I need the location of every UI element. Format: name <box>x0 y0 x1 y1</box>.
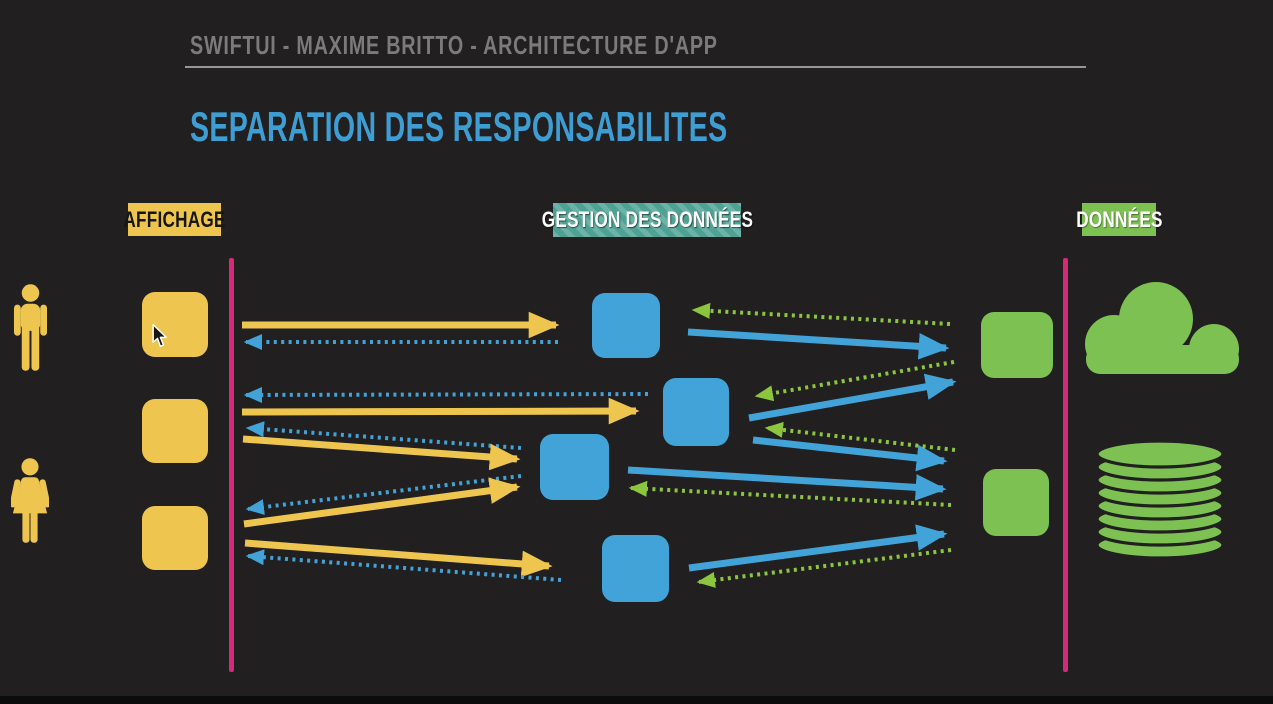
flow-arrow-manager-to-data <box>687 328 950 360</box>
view-square <box>142 506 208 570</box>
woman-icon <box>11 458 49 543</box>
flow-arrow-manager-to-data <box>748 373 957 422</box>
flow-arrow-manager-to-data <box>752 436 948 472</box>
flow-arrow-manager-to-view <box>245 474 522 516</box>
flow-arrow-manager-to-data <box>627 466 947 501</box>
flow-arrow-view-to-manager <box>241 397 640 425</box>
column-label-gestion-des-donnees: GESTION DES DONNÉES <box>541 203 752 237</box>
slide-title-text: SEPARATION DES RESPONSABILITES <box>190 103 728 150</box>
flow-arrow-data-to-manager <box>696 548 952 588</box>
data-square <box>981 312 1053 378</box>
manager-square <box>663 378 729 446</box>
presentation-breadcrumb-text: SWIFTUI - MAXIME BRITTO - ARCHITECTURE D… <box>190 30 718 60</box>
separator-line-left <box>229 258 234 672</box>
cursor-icon <box>152 324 168 348</box>
flow-arrow-manager-to-view <box>245 421 522 450</box>
data-square <box>983 469 1049 536</box>
manager-square <box>540 434 609 500</box>
flow-arrow-view-to-manager <box>244 539 553 578</box>
flow-arrow-data-to-manager <box>691 302 951 326</box>
flow-arrow-data-to-manager <box>754 360 955 402</box>
flow-arrow-manager-to-data <box>688 524 948 572</box>
header-divider <box>185 66 1086 68</box>
flow-arrow-manager-to-view <box>245 549 562 582</box>
column-label-affichage: AFFICHAGE <box>123 203 225 236</box>
manager-square <box>592 293 660 358</box>
column-label-donnees: DONNÉES <box>1076 203 1162 236</box>
man-icon <box>13 284 48 371</box>
presentation-breadcrumb: SWIFTUI - MAXIME BRITTO - ARCHITECTURE D… <box>190 31 884 59</box>
cloud-icon <box>1085 282 1239 374</box>
flow-arrow-view-to-manager <box>243 477 521 528</box>
separator-line-right <box>1063 258 1068 672</box>
flow-arrow-manager-to-view <box>243 386 649 403</box>
slide-title: SEPARATION DES RESPONSABILITES <box>190 104 981 150</box>
bottom-letterbox <box>0 696 1273 704</box>
view-square <box>142 399 208 463</box>
flow-arrow-view-to-manager <box>242 435 521 471</box>
manager-square <box>602 535 669 602</box>
flow-arrow-data-to-manager <box>628 480 952 507</box>
database-icon <box>1095 439 1225 560</box>
flow-arrow-data-to-manager <box>764 421 956 452</box>
